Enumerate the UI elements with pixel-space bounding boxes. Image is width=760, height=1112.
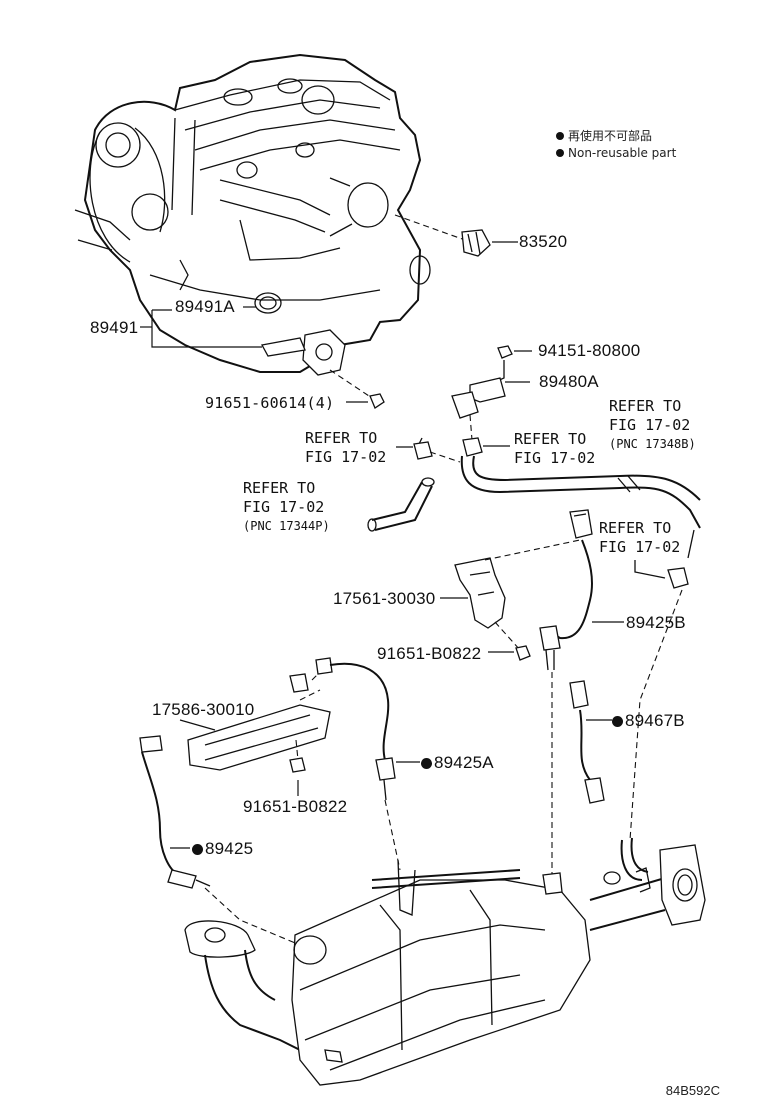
exhaust-converter-drawing <box>184 844 706 1086</box>
label-89425-text: 89425 <box>205 839 254 858</box>
label-89480A[interactable]: 89480A <box>539 372 599 391</box>
label-91651-60614[interactable]: 91651-60614(4) <box>205 394 335 412</box>
legend-en-text: Non-reusable part <box>568 145 677 160</box>
label-94151-80800[interactable]: 94151-80800 <box>538 341 641 360</box>
label-91651-B0822-upper[interactable]: 91651-B0822 <box>377 644 482 663</box>
label-17561-30030[interactable]: 17561-30030 <box>333 589 436 608</box>
label-89491[interactable]: 89491 <box>90 318 139 337</box>
label-89425[interactable]: 89425 <box>192 839 253 859</box>
label-83520[interactable]: 83520 <box>519 232 568 251</box>
legend: 再使用不可部品 Non-reusable part <box>556 127 676 161</box>
engine-illustration <box>74 53 431 376</box>
label-89425B[interactable]: 89425B <box>626 613 686 632</box>
sensor-bracket-17561-drawing <box>440 539 581 661</box>
refer-note-1[interactable]: REFER TO FIG 17-02 <box>305 429 386 467</box>
label-89425A-text: 89425A <box>434 753 494 772</box>
refer-note-3-line1: REFER TO <box>609 397 682 415</box>
refer-note-5-line1: REFER TO <box>599 519 672 537</box>
refer-note-4-line2: FIG 17-02 <box>243 498 325 516</box>
label-17586-30010[interactable]: 17586-30010 <box>152 700 255 719</box>
legend-jp-text: 再使用不可部品 <box>568 129 653 143</box>
refer-note-2-line1: REFER TO <box>514 430 587 448</box>
non-reusable-dot-icon <box>556 148 564 157</box>
refer-note-1-line1: REFER TO <box>305 429 378 447</box>
legend-row-en: Non-reusable part <box>556 144 676 161</box>
label-91651-B0822-lower[interactable]: 91651-B0822 <box>243 797 348 816</box>
refer-note-1-line2: FIG 17-02 <box>305 448 387 466</box>
non-reusable-dot-icon <box>192 844 203 856</box>
refer-note-4[interactable]: REFER TO FIG 17-02 (PNC 17344P) <box>243 479 330 536</box>
refer-note-4-pnc: (PNC 17344P) <box>243 519 330 533</box>
legend-row-jp: 再使用不可部品 <box>556 127 676 144</box>
sensor-bracket-17586-drawing <box>179 657 420 871</box>
pressure-switch-83520-drawing <box>394 214 518 257</box>
vacuum-switch-89480A-drawing <box>451 345 532 457</box>
non-reusable-dot-icon <box>556 131 564 140</box>
vacuum-hose-drawing <box>367 437 701 589</box>
sensor-89467B-drawing <box>569 589 683 881</box>
refer-note-3-line2: FIG 17-02 <box>609 416 691 434</box>
label-89425A[interactable]: 89425A <box>421 753 494 773</box>
refer-note-2-line2: FIG 17-02 <box>514 449 596 467</box>
refer-note-3-pnc: (PNC 17348B) <box>609 437 696 451</box>
non-reusable-dot-icon <box>421 758 432 770</box>
refer-note-4-line1: REFER TO <box>243 479 316 497</box>
figure-code: 84B592C <box>665 1083 720 1098</box>
label-89491A[interactable]: 89491A <box>175 297 235 316</box>
sensor-89425B-drawing <box>539 509 624 880</box>
label-89467B-text: 89467B <box>625 711 685 730</box>
label-89467B[interactable]: 89467B <box>612 711 685 731</box>
refer-note-5-line2: FIG 17-02 <box>599 538 681 556</box>
refer-note-3[interactable]: REFER TO FIG 17-02 (PNC 17348B) <box>609 397 696 454</box>
sensor-89425-drawing <box>139 735 301 946</box>
refer-note-2[interactable]: REFER TO FIG 17-02 <box>514 430 595 468</box>
refer-note-5[interactable]: REFER TO FIG 17-02 <box>599 519 680 557</box>
non-reusable-dot-icon <box>612 716 623 728</box>
